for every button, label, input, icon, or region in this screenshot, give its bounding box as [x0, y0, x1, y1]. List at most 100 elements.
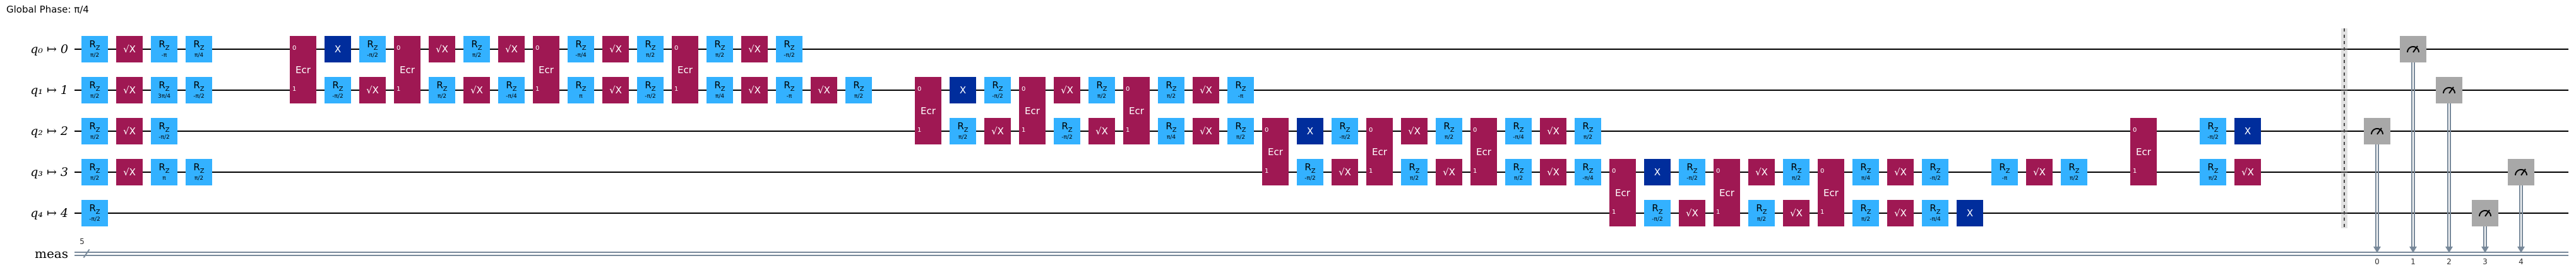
gate-sx: √X: [1054, 77, 1080, 103]
gate-rz: RZ-π/2: [1679, 159, 1705, 185]
gate-label: √X: [1200, 125, 1212, 137]
gate-ecr: Ecr 0 1: [915, 77, 941, 144]
gate-rz: RZ-π/2: [359, 36, 386, 62]
gate-label: √X: [436, 43, 448, 55]
ecr-port-label: 0: [674, 45, 679, 52]
gate-sx: √X: [1401, 118, 1428, 144]
gate-label: RZ: [575, 38, 587, 52]
gate-label: Ecr: [1719, 187, 1734, 199]
measure-arrow: [2411, 62, 2412, 247]
gate-label: RZ: [1096, 79, 1107, 93]
gate-label: √X: [1408, 125, 1421, 137]
gate-label: RZ: [1686, 161, 1698, 175]
gate-label: √X: [1061, 84, 1073, 96]
ecr-port-label: 0: [1612, 168, 1616, 175]
ecr-port-label: 0: [917, 86, 922, 93]
gate-rz: RZ-π/2: [1297, 159, 1323, 185]
gate-label: RZ: [1443, 120, 1455, 134]
gate-x: X: [950, 77, 976, 103]
ecr-port-label: 0: [535, 45, 540, 52]
gate-sx: √X: [463, 77, 490, 103]
gate-rz: RZ-π: [1991, 159, 2018, 185]
gate-angle: π/2: [854, 93, 864, 100]
gate-label: RZ: [2068, 161, 2080, 175]
gate-label: √X: [123, 166, 136, 178]
ecr-port-label: 0: [292, 45, 297, 52]
gate-label: X: [334, 43, 342, 55]
ecr-port-label: 1: [1369, 168, 1373, 175]
gate-angle: π/2: [472, 52, 482, 59]
gate-label: √X: [505, 43, 518, 55]
gate-label: RZ: [1582, 161, 1594, 175]
gate-angle: -π/2: [1686, 175, 1698, 182]
gate-sx: √X: [116, 159, 143, 185]
ecr-port-label: 1: [917, 127, 922, 134]
gate-label: √X: [1790, 207, 1803, 219]
gate-angle: π/2: [958, 134, 968, 141]
gate-rz: RZ-π: [151, 36, 177, 62]
gate-label: Ecr: [921, 105, 936, 117]
gate-label: RZ: [367, 38, 378, 52]
ecr-port-label: 1: [1820, 209, 1825, 216]
gate-label: RZ: [1513, 120, 1524, 134]
gate-label: RZ: [1791, 161, 1802, 175]
gate-label: RZ: [89, 202, 100, 216]
gate-label: RZ: [645, 38, 656, 52]
gate-label: RZ: [853, 79, 864, 93]
gate-label: RZ: [1061, 120, 1073, 134]
gate-angle: π: [162, 175, 166, 182]
measure-arrow: [2447, 103, 2448, 247]
gate-angle: π/2: [90, 134, 100, 141]
gate-rz: RZ-π/2: [984, 77, 1011, 103]
ecr-port-label: 1: [674, 86, 679, 93]
gate-label: RZ: [193, 38, 205, 52]
gate-angle: π/2: [1166, 93, 1176, 100]
gate-sx: √X: [1193, 77, 1219, 103]
gate-sx: √X: [1748, 159, 1775, 185]
qubit-label: q₁ ↦ 1: [30, 83, 68, 97]
gate-label: RZ: [1756, 202, 1767, 216]
gate-label: √X: [2033, 166, 2046, 178]
gate-label: RZ: [89, 161, 100, 175]
gate-label: √X: [1339, 166, 1351, 178]
gate-label: RZ: [1409, 161, 1420, 175]
classical-wire: [75, 255, 2568, 256]
gate-rz: RZ-π/2: [1644, 200, 1671, 226]
gate-angle: π/2: [1513, 175, 1524, 182]
ecr-port-label: 1: [1126, 127, 1130, 134]
gate-label: √X: [123, 84, 136, 96]
measure-arrow: [2486, 226, 2487, 247]
ecr-port-label: 1: [1612, 209, 1616, 216]
gate-label: RZ: [1339, 120, 1351, 134]
ecr-port-label: 1: [1022, 127, 1026, 134]
register-slash: [83, 248, 90, 259]
measure-arrow: [2519, 185, 2520, 247]
ecr-port-label: 0: [1473, 127, 1477, 134]
gate-label: RZ: [158, 161, 170, 175]
gate-label: RZ: [714, 79, 725, 93]
gate-label: RZ: [158, 120, 170, 134]
gate-label: √X: [609, 43, 622, 55]
gate-angle: π/2: [715, 52, 725, 59]
qubit-label: q₂ ↦ 2: [30, 124, 68, 138]
gate-label: RZ: [1652, 202, 1663, 216]
gate-label: RZ: [784, 38, 795, 52]
gate-label: Ecr: [1476, 146, 1491, 158]
gate-label: Ecr: [2136, 146, 2151, 158]
gate-angle: -π/2: [784, 52, 795, 59]
gate-label: RZ: [471, 38, 482, 52]
gate-label: RZ: [1860, 202, 1871, 216]
gate-sx: √X: [1887, 159, 1914, 185]
gate-label: RZ: [645, 79, 656, 93]
meter-icon: [2515, 168, 2527, 176]
gate-label: √X: [123, 43, 136, 55]
gate-label: RZ: [1929, 161, 1941, 175]
